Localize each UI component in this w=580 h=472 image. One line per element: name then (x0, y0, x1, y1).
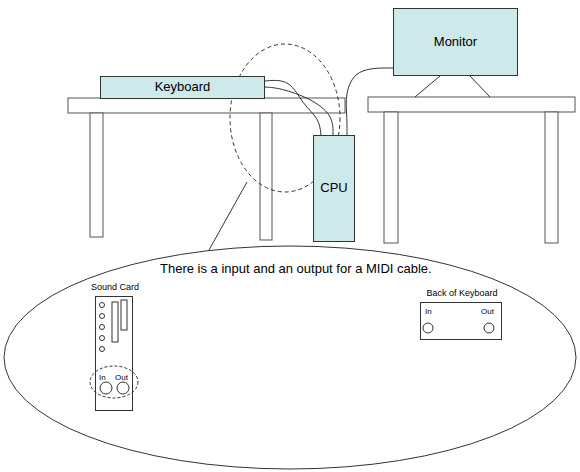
table-leg (384, 112, 398, 243)
card-jack (100, 303, 105, 308)
midi-port (117, 382, 129, 394)
node-label: CPU (320, 180, 347, 196)
monitor-stand (470, 76, 490, 97)
note-text: There is a input and an output for a MID… (160, 261, 450, 277)
port-label: Out (481, 307, 494, 317)
detail-ellipse: There is a input and an output for a MID… (3, 245, 577, 470)
part-heading: Back of Keyboard (411, 288, 513, 299)
node-label: Keyboard (155, 79, 211, 95)
cable (346, 68, 393, 135)
keyboard-box: Keyboard (100, 76, 265, 99)
port-label: In (425, 307, 432, 317)
port-label: In (99, 373, 106, 383)
monitor-stand (415, 76, 440, 97)
node-label: Monitor (434, 34, 477, 50)
sound-card-panel: Sound CardInOut (95, 296, 133, 411)
card-jack (100, 336, 105, 341)
left-table-top (68, 98, 345, 113)
midi-port (484, 323, 494, 333)
card-jack (100, 347, 105, 352)
card-slot (121, 300, 127, 330)
cable (265, 87, 333, 135)
midi-port (100, 382, 112, 394)
ellipse-outline (4, 246, 576, 469)
ellipse-outline (3, 245, 577, 470)
port-highlight (90, 366, 138, 398)
cpu-box: CPU (313, 135, 355, 242)
midi-port (423, 323, 433, 333)
cable (265, 80, 321, 135)
table-leg (545, 112, 558, 243)
port-label: Out (115, 373, 128, 383)
right-table-top (368, 97, 575, 112)
keyboard-back-panel: Back of KeyboardInOut (420, 302, 502, 340)
monitor-box: Monitor (393, 8, 518, 76)
table-leg (260, 113, 272, 240)
table-leg (90, 113, 103, 237)
part-heading: Sound Card (66, 282, 164, 293)
leader-line (209, 182, 247, 250)
card-jack (100, 325, 105, 330)
card-jack (100, 314, 105, 319)
card-slot (112, 302, 118, 342)
